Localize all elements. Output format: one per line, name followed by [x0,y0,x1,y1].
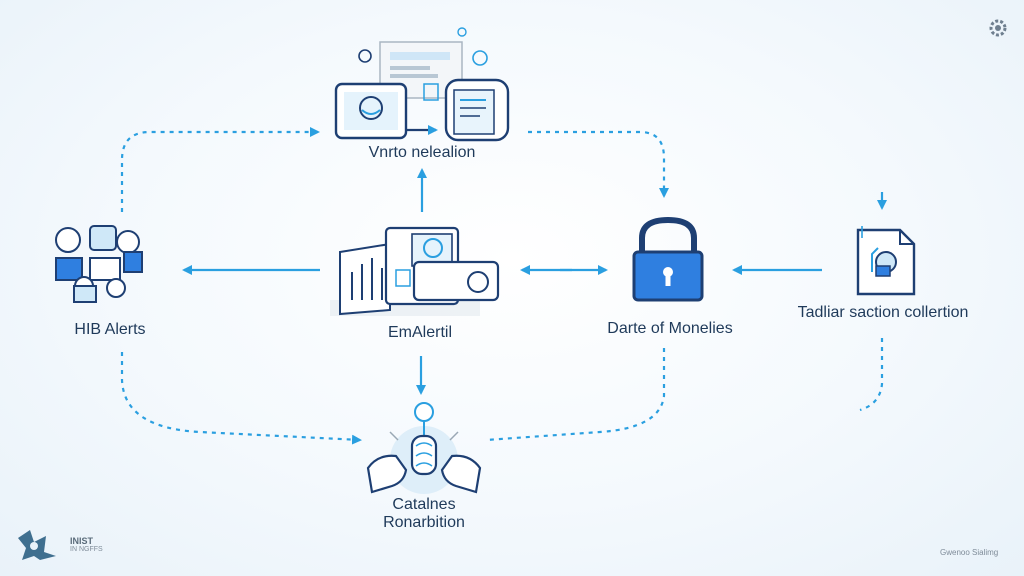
connector-lock-to-bottom [485,348,666,442]
handshake-bulb-icon [366,402,482,494]
email-alert-icon [330,226,500,316]
connector-top-to-lock [528,130,669,198]
gear-icon [989,19,1007,37]
node-label-bottom-line2: Ronarbition [383,514,465,531]
padlock-icon [632,216,704,302]
virtual-relation-icon [334,27,510,142]
credit-text: Gwenoo Sialimg [940,548,999,557]
node-label-lock: Darte of Monelies [607,320,733,337]
logo-mark-icon [18,530,56,560]
collection-document-icon [856,226,916,296]
alerts-cluster-icon [55,225,143,303]
node-label-top: Vnrto nelealion [368,144,476,161]
node-label-center: EmAlertil [387,324,452,341]
connector-left-to-bottom [120,352,362,445]
node-label-left: HIB Alerts [74,321,146,338]
connector-right-down [859,338,884,412]
connector-left-to-top [120,127,320,212]
connectors [120,127,887,445]
node-label-bottom-line1: Catalnes [392,496,456,513]
logo-text-line2: IN NGFFS [70,546,103,553]
node-label-right: Tadliar saction collertion [797,304,969,321]
logo-text-line1: INIST [70,536,94,546]
